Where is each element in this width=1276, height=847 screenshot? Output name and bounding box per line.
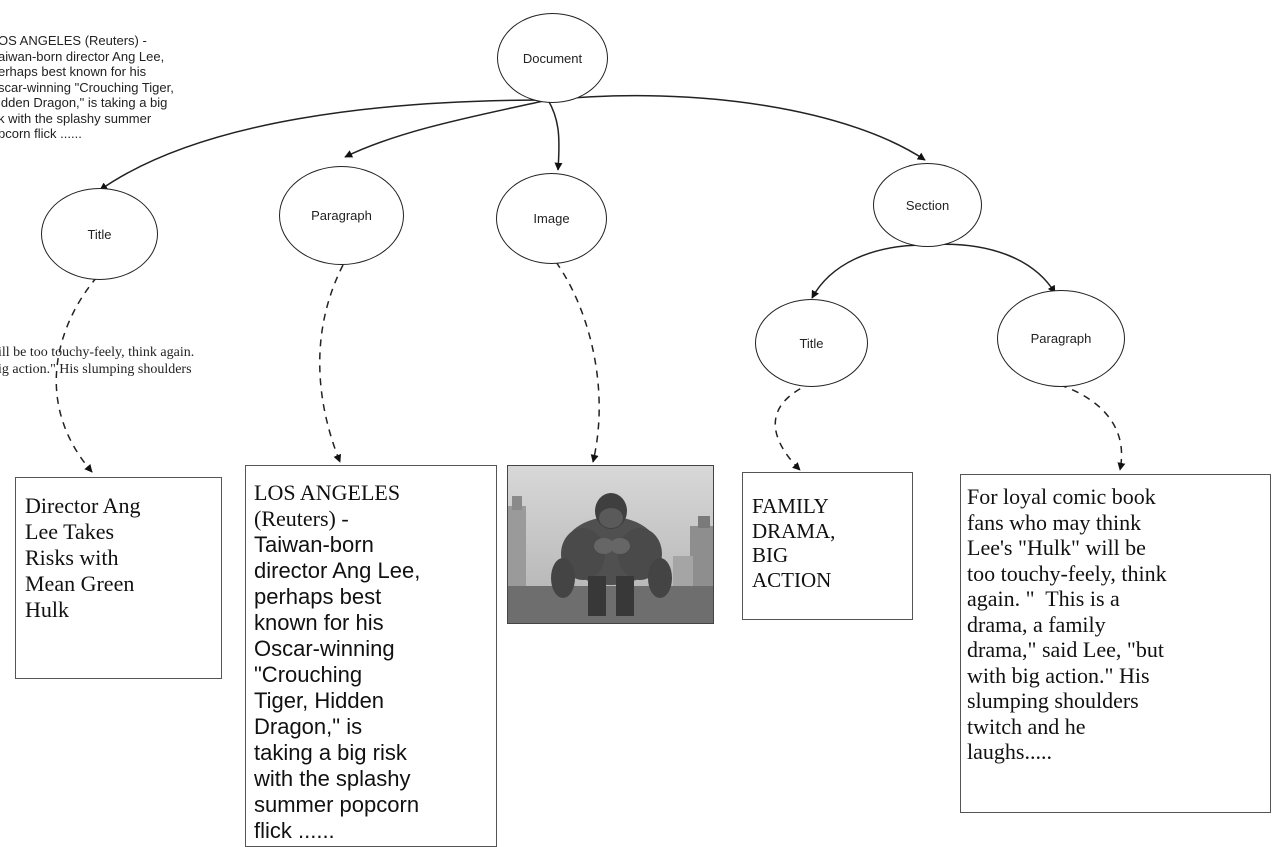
content-box-section-paragraph: For loyal comic book fans who may think … <box>960 474 1271 813</box>
edge-section-paragraph <box>924 243 1056 294</box>
node-section: Section <box>873 163 982 247</box>
node-section-title: Title <box>755 299 868 387</box>
content-title-text: Director Ang Lee Takes Risks with Mean G… <box>25 493 141 622</box>
node-section-title-label: Title <box>799 335 824 351</box>
background-text-mid-left: ill be too touchy-feely, think again. ig… <box>0 345 195 377</box>
node-paragraph: Paragraph <box>279 166 404 265</box>
edge-section-title <box>811 244 926 299</box>
edge-document-title <box>99 99 549 191</box>
node-title: Title <box>41 188 158 280</box>
node-title-label: Title <box>87 226 112 242</box>
node-image-label: Image <box>533 211 570 226</box>
content-paragraph-sans-text: Taiwan-born director Ang Lee, perhaps be… <box>254 532 421 843</box>
node-document: Document <box>497 13 608 103</box>
dashed-edge-section-title-box <box>774 382 813 471</box>
dashed-edge-title-box <box>55 276 98 473</box>
content-box-image <box>507 465 714 624</box>
content-box-paragraph: LOS ANGELES (Reuters) - Taiwan-born dire… <box>245 465 497 847</box>
content-paragraph-serif-text: LOS ANGELES (Reuters) - <box>254 480 401 531</box>
node-paragraph-label: Paragraph <box>311 208 372 223</box>
content-box-title: Director Ang Lee Takes Risks with Mean G… <box>15 477 222 679</box>
node-section-label: Section <box>905 197 950 213</box>
dashed-edge-paragraph-box <box>319 264 344 463</box>
content-section-title-text: FAMILY DRAMA, BIG ACTION <box>752 494 836 592</box>
node-section-paragraph: Paragraph <box>997 290 1125 387</box>
background-text-top-left: OS ANGELES (Reuters) - aiwan-born direct… <box>0 33 174 141</box>
dashed-edge-section-paragraph-box <box>1059 384 1126 471</box>
hulk-image <box>508 466 713 623</box>
node-image: Image <box>496 173 607 264</box>
node-section-paragraph-label: Paragraph <box>1030 331 1092 346</box>
content-box-section-title: FAMILY DRAMA, BIG ACTION <box>742 472 913 620</box>
dashed-edge-image-box <box>555 261 600 463</box>
edge-document-section <box>547 94 926 161</box>
node-document-label: Document <box>522 50 583 66</box>
content-section-paragraph-text: For loyal comic book fans who may think … <box>967 484 1167 764</box>
edge-document-image <box>547 99 563 171</box>
edge-document-paragraph <box>344 99 549 158</box>
